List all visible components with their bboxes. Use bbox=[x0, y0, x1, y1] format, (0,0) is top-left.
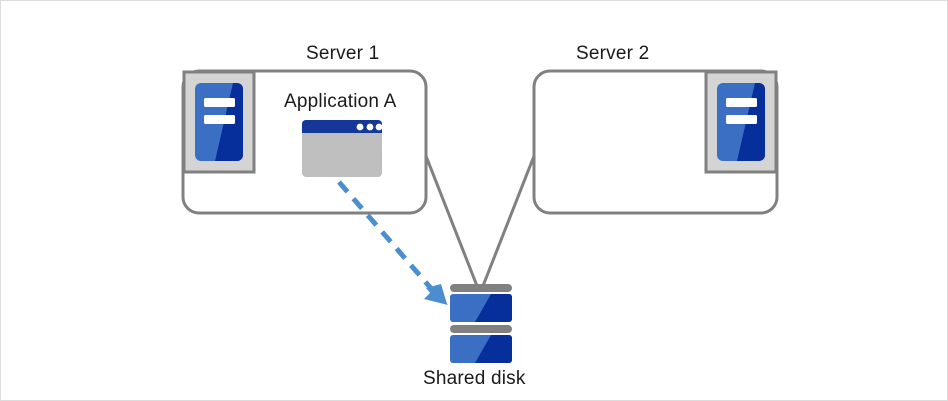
application-a-label: Application A bbox=[284, 91, 397, 112]
shared-disk-label: Shared disk bbox=[423, 368, 526, 389]
server1-label: Server 1 bbox=[306, 43, 380, 64]
application-window-icon bbox=[302, 120, 383, 177]
connector-server1-to-disk bbox=[424, 155, 481, 292]
server2-server-icon bbox=[704, 70, 778, 174]
shared-disk-icon bbox=[450, 284, 512, 363]
server1-server-icon bbox=[182, 70, 256, 174]
connector-application-a-to-disk bbox=[337, 180, 448, 305]
server2-label: Server 2 bbox=[576, 43, 650, 64]
connector-server2-to-disk bbox=[479, 155, 536, 292]
server2-box[interactable] bbox=[532, 69, 779, 215]
